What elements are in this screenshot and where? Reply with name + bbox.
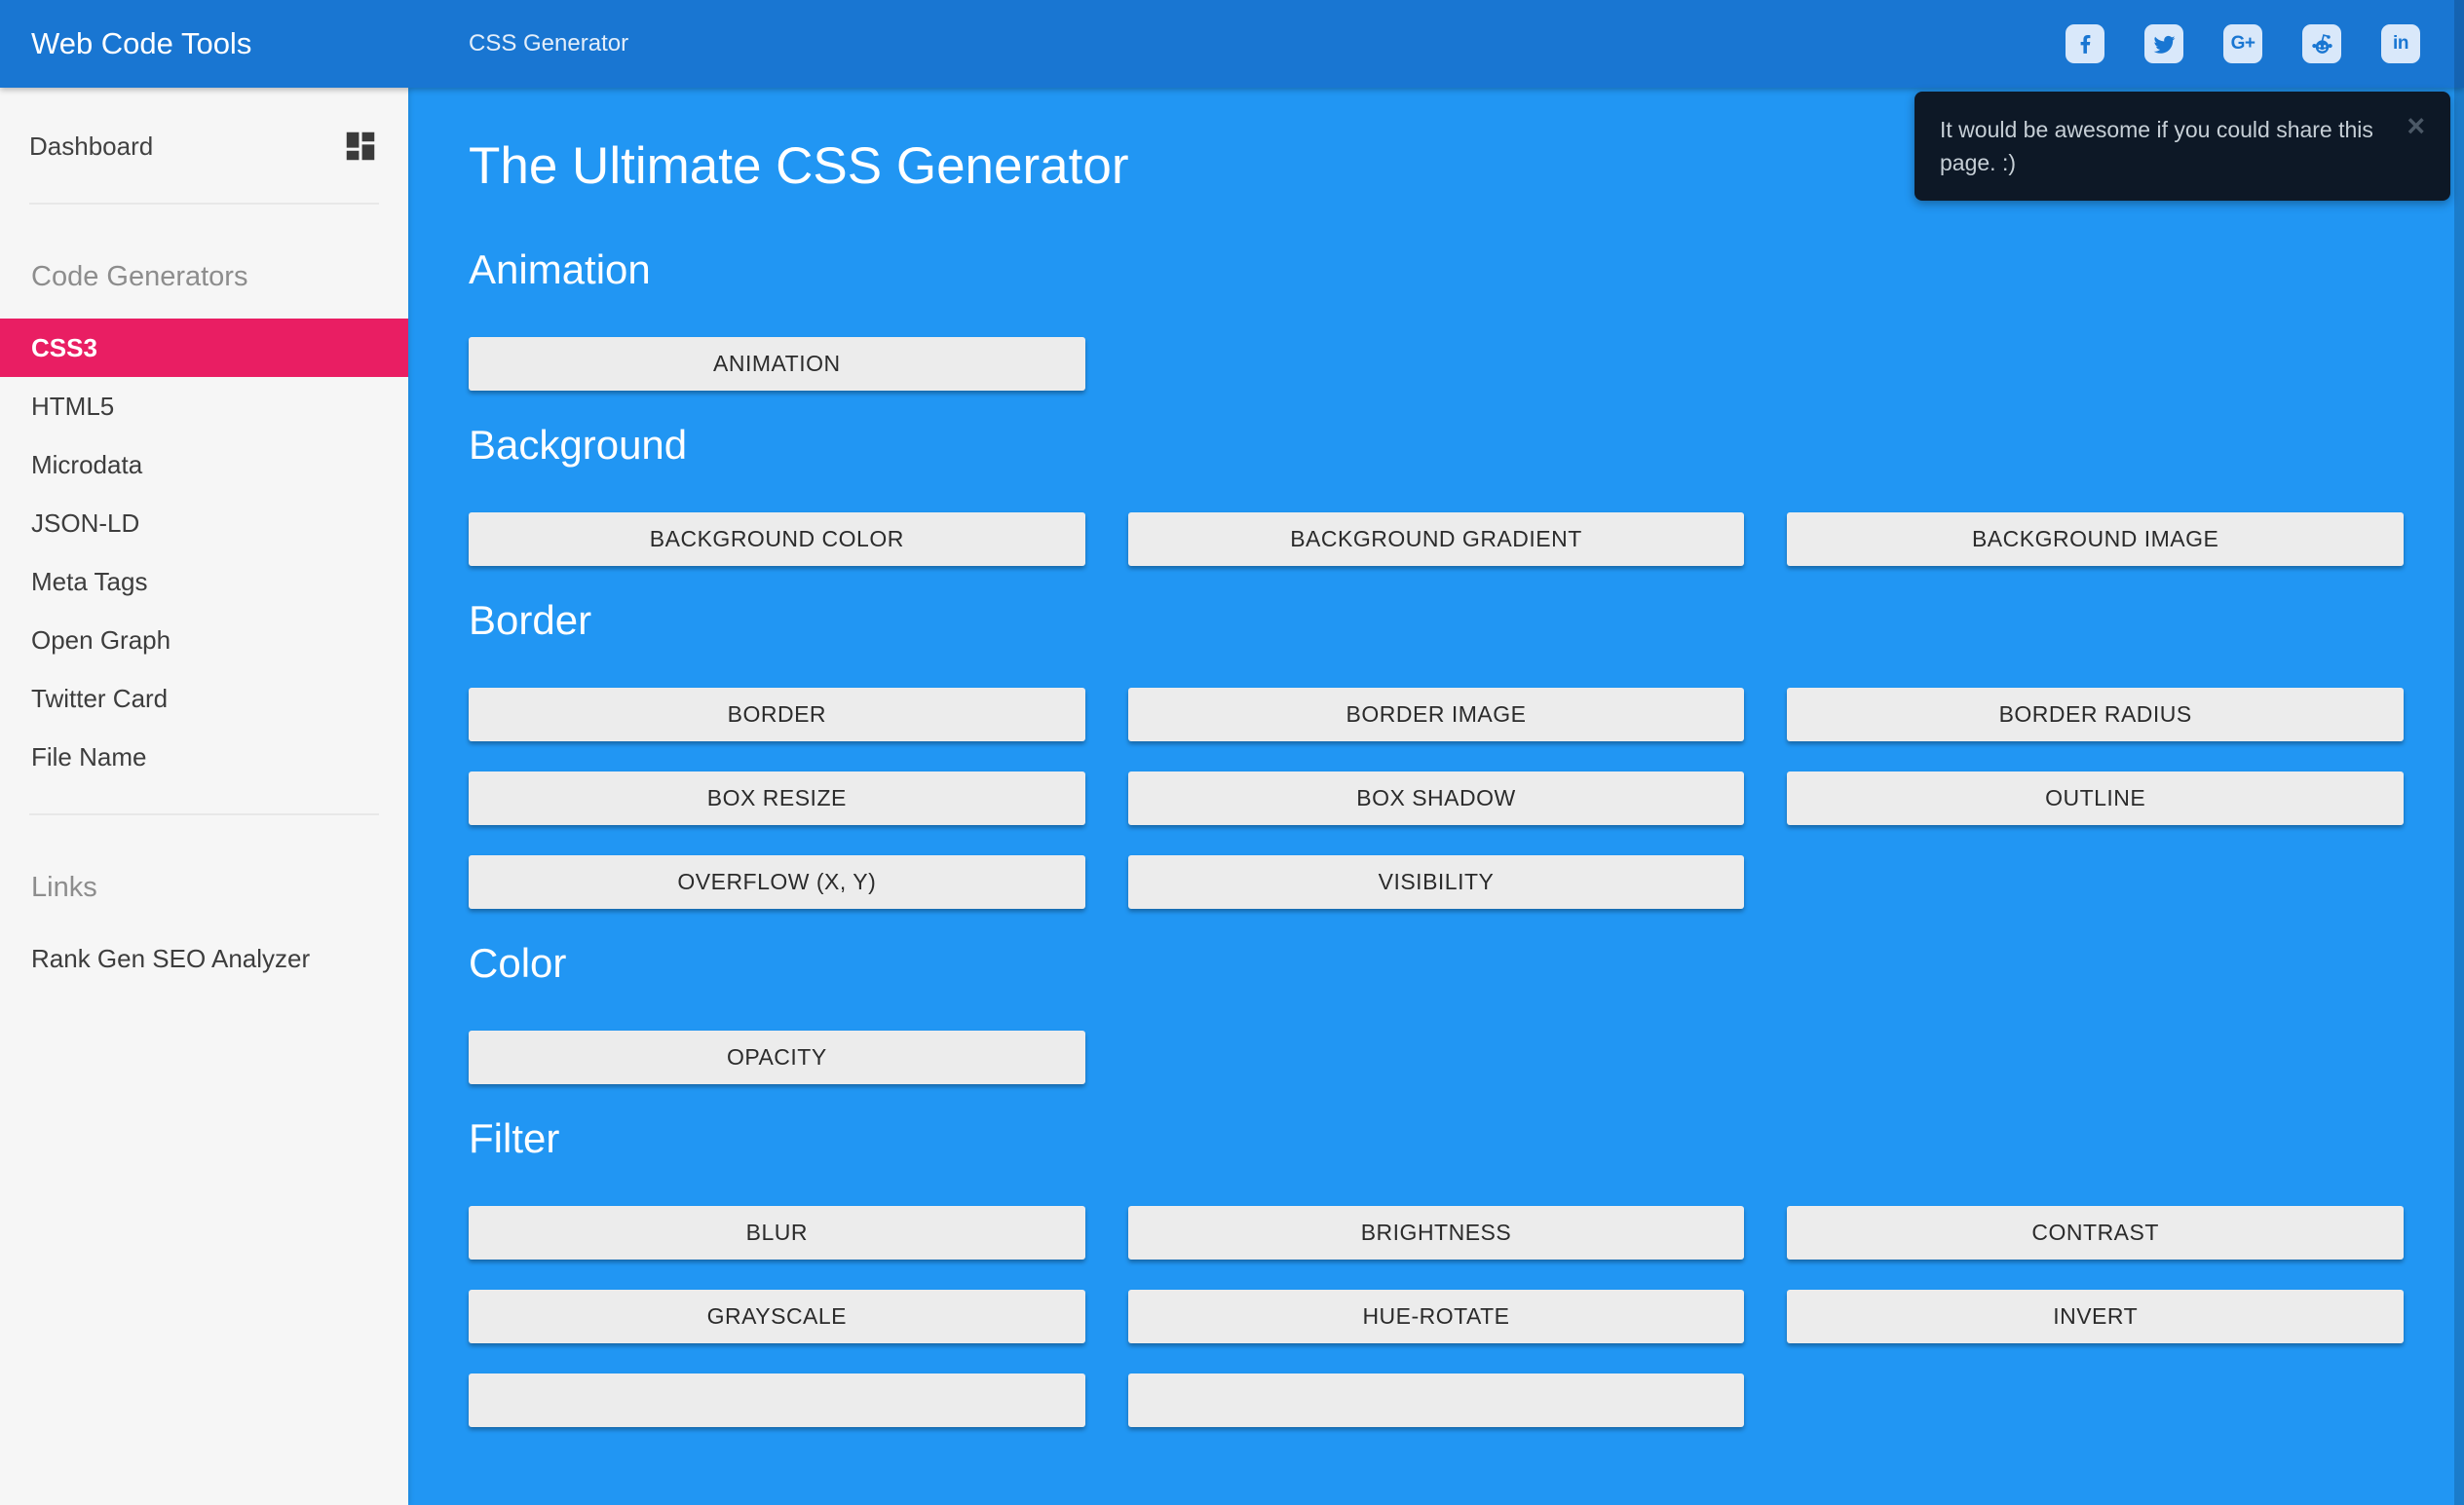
breadcrumb: CSS Generator bbox=[469, 30, 629, 56]
generator-button-border[interactable]: BORDER bbox=[469, 688, 1085, 741]
dashboard-icon bbox=[346, 132, 375, 161]
facebook-icon[interactable] bbox=[2066, 24, 2104, 63]
generator-button-partial[interactable] bbox=[469, 1373, 1085, 1427]
button-row: ANIMATION bbox=[469, 337, 2404, 391]
brand-logo[interactable]: Web Code Tools bbox=[31, 26, 252, 60]
links-nav: Rank Gen SEO Analyzer bbox=[0, 929, 408, 988]
button-row: BORDER BORDER IMAGE BORDER RADIUS bbox=[469, 688, 2404, 741]
button-row: BACKGROUND COLOR BACKGROUND GRADIENT BACKG… bbox=[469, 512, 2404, 566]
links-heading: Links bbox=[31, 872, 97, 903]
generator-button-visibility[interactable]: VISIBILITY bbox=[1127, 855, 1745, 909]
generator-button-background-color[interactable]: BACKGROUND COLOR bbox=[469, 512, 1085, 566]
button-row: OVERFLOW (X, Y) VISIBILITY bbox=[469, 855, 2404, 909]
sidebar-item-meta-tags[interactable]: Meta Tags bbox=[31, 566, 148, 596]
section-heading: Animation bbox=[469, 246, 651, 292]
generator-button-grayscale[interactable]: GRAYSCALE bbox=[469, 1290, 1085, 1343]
scrollbar[interactable] bbox=[2454, 0, 2464, 1505]
google-plus-icon[interactable]: G+ bbox=[2223, 24, 2262, 63]
reddit-icon[interactable] bbox=[2302, 24, 2341, 63]
generator-button-box-shadow[interactable]: BOX SHADOW bbox=[1127, 771, 1745, 825]
button-row: OPACITY bbox=[469, 1031, 2404, 1084]
section-heading: Filter bbox=[469, 1115, 560, 1161]
generator-button-invert[interactable]: INVERT bbox=[1787, 1290, 2404, 1343]
page-title: The Ultimate CSS Generator bbox=[469, 137, 1129, 195]
section-heading: Color bbox=[469, 940, 567, 986]
generator-button-animation[interactable]: ANIMATION bbox=[469, 337, 1085, 391]
sidebar-item-file-name[interactable]: File Name bbox=[31, 741, 147, 771]
close-icon[interactable]: × bbox=[2407, 108, 2425, 143]
generator-button-partial[interactable] bbox=[1127, 1373, 1745, 1427]
dashboard-label: Dashboard bbox=[29, 131, 154, 161]
section-heading: Border bbox=[469, 597, 592, 643]
generator-button-overflow-x-y[interactable]: OVERFLOW (X, Y) bbox=[469, 855, 1085, 909]
sidebar-item-json-ld[interactable]: JSON-LD bbox=[31, 508, 140, 538]
sidebar-item-twitter-card[interactable]: Twitter Card bbox=[31, 683, 169, 713]
button-row: BLUR BRIGHTNESS CONTRAST bbox=[469, 1206, 2404, 1260]
button-row: GRAYSCALE HUE-ROTATE INVERT bbox=[469, 1290, 2404, 1343]
generator-button-box-resize[interactable]: BOX RESIZE bbox=[469, 771, 1085, 825]
button-row bbox=[469, 1373, 2404, 1427]
generator-button-border-image[interactable]: BORDER IMAGE bbox=[1127, 688, 1745, 741]
button-row: BOX RESIZE BOX SHADOW OUTLINE bbox=[469, 771, 2404, 825]
sidebar-divider bbox=[29, 203, 379, 205]
share-tooltip-text: It would be awesome if you could share t… bbox=[1940, 117, 2373, 175]
generator-button-outline[interactable]: OUTLINE bbox=[1787, 771, 2404, 825]
generator-button-contrast[interactable]: CONTRAST bbox=[1787, 1206, 2404, 1260]
linkedin-icon[interactable]: in bbox=[2381, 24, 2420, 63]
generator-button-blur[interactable]: BLUR bbox=[469, 1206, 1085, 1260]
sidebar-item-open-graph[interactable]: Open Graph bbox=[31, 624, 171, 655]
sidebar-item-rank-gen-seo-analyzer[interactable]: Rank Gen SEO Analyzer bbox=[31, 943, 311, 973]
generator-button-hue-rotate[interactable]: HUE-ROTATE bbox=[1127, 1290, 1745, 1343]
share-tooltip: It would be awesome if you could share t… bbox=[1914, 92, 2450, 201]
top-bar: Web Code Tools CSS Generator G+ in bbox=[0, 0, 2464, 88]
generator-button-background-image[interactable]: BACKGROUND IMAGE bbox=[1787, 512, 2404, 566]
generator-button-brightness[interactable]: BRIGHTNESS bbox=[1127, 1206, 1745, 1260]
twitter-icon[interactable] bbox=[2144, 24, 2183, 63]
generator-button-background-gradient[interactable]: BACKGROUND GRADIENT bbox=[1127, 512, 1745, 566]
sidebar-item-dashboard[interactable]: Dashboard bbox=[0, 117, 408, 175]
generator-button-opacity[interactable]: OPACITY bbox=[469, 1031, 1085, 1084]
sidebar-divider bbox=[29, 813, 379, 815]
sidebar-item-microdata[interactable]: Microdata bbox=[31, 449, 143, 479]
sidebar-item-html5[interactable]: HTML5 bbox=[31, 391, 115, 421]
generator-button-border-radius[interactable]: BORDER RADIUS bbox=[1787, 688, 2404, 741]
sidebar-item-css3[interactable]: CSS3 bbox=[0, 319, 408, 377]
generators-heading: Code Generators bbox=[31, 261, 248, 292]
social-links: G+ in bbox=[2066, 24, 2420, 63]
section-heading: Background bbox=[469, 422, 688, 468]
